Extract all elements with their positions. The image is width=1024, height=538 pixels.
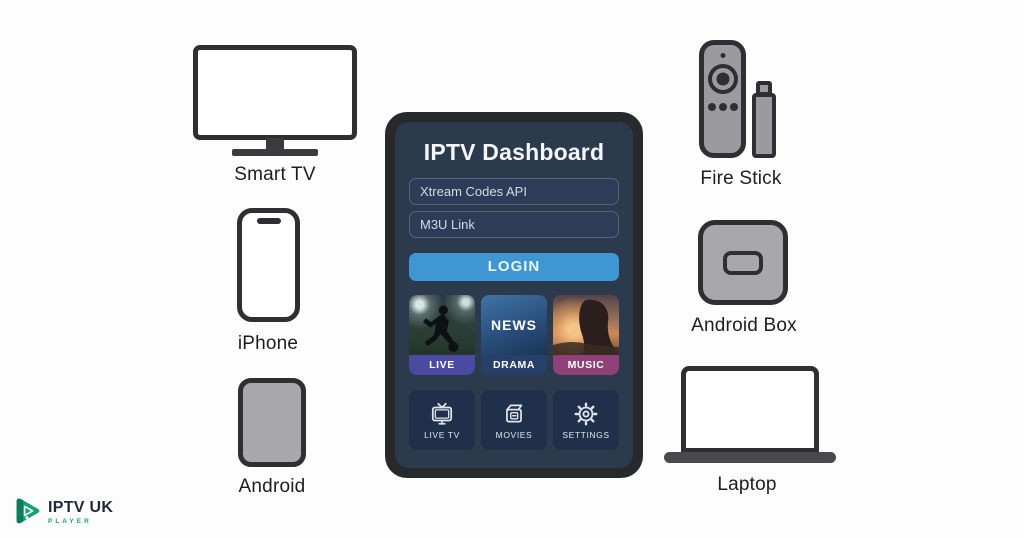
laptop-base xyxy=(664,452,836,463)
live-tv-button[interactable]: LIVE TV xyxy=(409,390,475,450)
iphone-label: iPhone xyxy=(237,333,299,354)
tile-music-label: MUSIC xyxy=(553,355,619,375)
live-tv-label: LIVE TV xyxy=(424,429,460,440)
android-box-icon xyxy=(698,220,788,305)
movies-label: MOVIES xyxy=(495,429,533,440)
soccer-player-image xyxy=(409,295,475,355)
play-icon xyxy=(16,498,40,524)
tile-live-label: LIVE xyxy=(409,355,475,375)
remote-dpad-ring xyxy=(707,64,738,94)
iptv-dashboard-screen: IPTV Dashboard Xtream Codes API M3U Link… xyxy=(395,122,633,468)
brand-logo: IPTV UK PLAYER xyxy=(10,495,113,529)
fire-stick-label: Fire Stick xyxy=(700,168,782,189)
login-button[interactable]: LOGIN xyxy=(409,253,619,281)
bottom-nav: LIVE TV MOVIES xyxy=(409,390,619,450)
iphone-notch xyxy=(256,218,281,224)
remote-select-button xyxy=(716,72,729,86)
woman-silhouette xyxy=(553,299,619,355)
android-box-label: Android Box xyxy=(691,315,797,336)
movies-icon xyxy=(506,403,523,422)
fire-stick-remote xyxy=(699,40,746,158)
smart-tv-stand-neck xyxy=(266,138,284,149)
tile-drama[interactable]: NEWS DRAMA xyxy=(481,295,547,375)
xtream-codes-api-input[interactable]: Xtream Codes API xyxy=(409,178,619,205)
woman-sunset-image xyxy=(553,295,619,355)
tile-drama-label: DRAMA xyxy=(481,355,547,375)
smart-tv-screen xyxy=(193,45,357,140)
laptop-screen xyxy=(681,366,819,453)
brand-subtitle: PLAYER xyxy=(48,517,92,525)
news-overlay-text: NEWS xyxy=(491,317,537,333)
smart-tv-label: Smart TV xyxy=(234,164,316,185)
tile-music[interactable]: MUSIC xyxy=(553,295,619,375)
soccer-player-silhouette xyxy=(422,305,459,352)
android-phone-icon xyxy=(238,378,306,467)
category-tiles: LIVE NEWS DRAMA MUSIC xyxy=(409,295,619,375)
tile-live[interactable]: LIVE xyxy=(409,295,475,375)
remote-buttons-row xyxy=(707,103,738,111)
dashboard-title: IPTV Dashboard xyxy=(423,139,605,165)
smart-tv-stand-base xyxy=(232,149,318,156)
brand-text: IPTV UK PLAYER xyxy=(48,498,114,525)
android-box-slot xyxy=(723,250,763,275)
news-image: NEWS xyxy=(481,295,547,355)
remote-mic-dot xyxy=(720,53,725,58)
brand-name: IPTV UK xyxy=(48,498,114,516)
tv-icon xyxy=(431,402,453,425)
movies-button[interactable]: MOVIES xyxy=(481,390,547,450)
m3u-link-input[interactable]: M3U Link xyxy=(409,211,619,238)
tablet-device: IPTV Dashboard Xtream Codes API M3U Link… xyxy=(385,112,643,478)
settings-label: SETTINGS xyxy=(562,429,610,440)
android-label: Android xyxy=(238,476,306,497)
settings-icon xyxy=(574,402,598,425)
iphone-icon xyxy=(237,208,300,322)
laptop-label: Laptop xyxy=(717,474,777,495)
fire-stick-dongle xyxy=(752,93,776,158)
settings-button[interactable]: SETTINGS xyxy=(553,390,619,450)
